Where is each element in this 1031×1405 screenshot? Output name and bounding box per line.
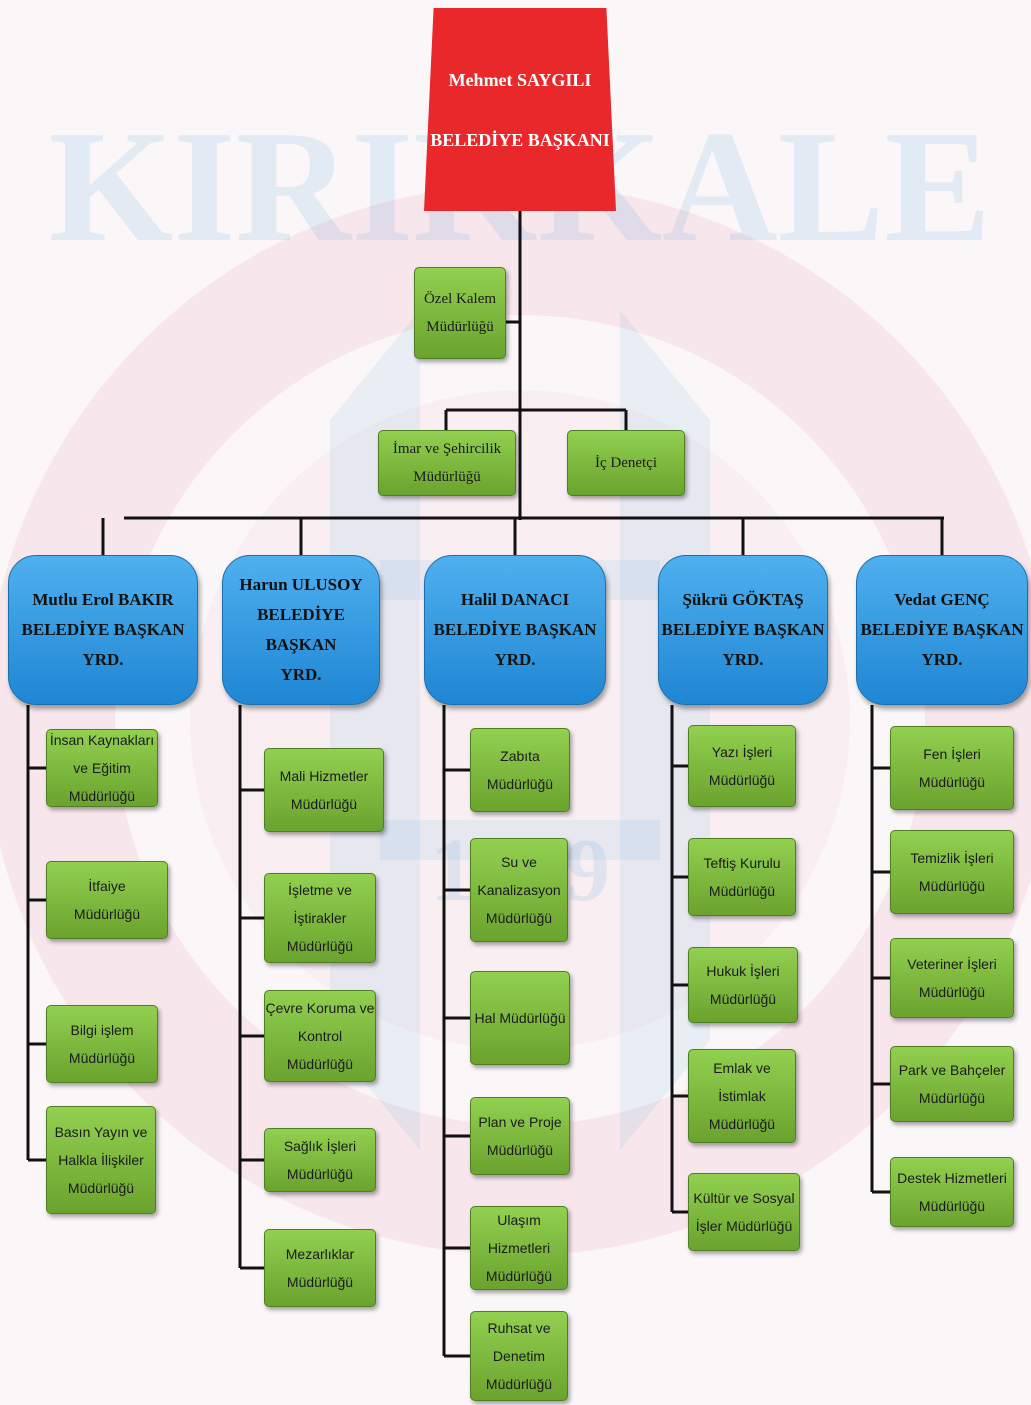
unit-box: Su ve Kanalizasyon Müdürlüğü [470, 838, 568, 942]
unit-box: Bilgi işlem Müdürlüğü [46, 1005, 158, 1083]
unit-box: Destek Hizmetleri Müdürlüğü [890, 1157, 1014, 1227]
imar-box: İmar ve Şehircilik Müdürlüğü [378, 430, 516, 496]
unit-box: İşletme ve İştirakler Müdürlüğü [264, 873, 376, 963]
deputy-title: BELEDİYE BAŞKAN YRD. [860, 620, 1024, 669]
deputy-box: Halil DANACI BELEDİYE BAŞKAN YRD. [424, 555, 606, 705]
unit-box: Yazı İşleri Müdürlüğü [688, 725, 796, 807]
ic-denetci-box: İç Denetçi [567, 430, 685, 496]
unit-box: Çevre Koruma ve Kontrol Müdürlüğü [264, 990, 376, 1082]
unit-box: Emlak ve İstimlak Müdürlüğü [688, 1049, 796, 1143]
unit-box: Ruhsat ve Denetim Müdürlüğü [470, 1311, 568, 1401]
deputy-title: BELEDİYE BAŞKAN YRD. [661, 620, 825, 669]
unit-box: Mezarlıklar Müdürlüğü [264, 1229, 376, 1307]
unit-box: Zabıta Müdürlüğü [470, 728, 570, 812]
ozel-kalem-box: Özel Kalem Müdürlüğü [414, 267, 506, 359]
mayor-box: Mehmet SAYGILI BELEDİYE BAŞKANI [424, 8, 616, 211]
deputy-name: Mutlu Erol BAKIR [32, 590, 174, 609]
unit-box: İnsan Kaynakları ve Eğitim Müdürlüğü [46, 729, 158, 807]
deputy-name: Halil DANACI [460, 590, 570, 609]
deputy-title: BELEDİYE BAŞKAN YRD. [21, 620, 185, 669]
deputy-name: Vedat GENÇ [894, 590, 990, 609]
mayor-name: Mehmet SAYGILI [448, 69, 592, 90]
unit-box: Basın Yayın ve Halkla İlişkiler Müdürlüğ… [46, 1106, 156, 1214]
mayor-title: BELEDİYE BAŞKANI [430, 129, 610, 150]
deputy-name: Şükrü GÖKTAŞ [682, 590, 804, 609]
unit-box: Veteriner İşleri Müdürlüğü [890, 938, 1014, 1018]
deputy-box: Mutlu Erol BAKIR BELEDİYE BAŞKAN YRD. [8, 555, 198, 705]
unit-box: Park ve Bahçeler Müdürlüğü [890, 1046, 1014, 1122]
deputy-title: BELEDİYE BAŞKAN YRD. [433, 620, 597, 669]
unit-box: Hukuk İşleri Müdürlüğü [688, 947, 798, 1023]
deputy-box: Şükrü GÖKTAŞ BELEDİYE BAŞKAN YRD. [658, 555, 828, 705]
unit-box: Teftiş Kurulu Müdürlüğü [688, 838, 796, 916]
unit-box: Fen İşleri Müdürlüğü [890, 726, 1014, 810]
unit-box: Ulaşım Hizmetleri Müdürlüğü [470, 1206, 568, 1290]
unit-box: Plan ve Proje Müdürlüğü [470, 1097, 570, 1175]
deputy-box: Harun ULUSOY BELEDİYE BAŞKAN YRD. [222, 555, 380, 705]
deputy-name: Harun ULUSOY [239, 575, 363, 594]
deputy-title: BELEDİYE BAŞKAN YRD. [257, 605, 345, 684]
deputy-box: Vedat GENÇ BELEDİYE BAŞKAN YRD. [856, 555, 1028, 705]
unit-box: Kültür ve Sosyal İşler Müdürlüğü [688, 1173, 800, 1251]
unit-box: Temizlik İşleri Müdürlüğü [890, 830, 1014, 914]
unit-box: Sağlık İşleri Müdürlüğü [264, 1128, 376, 1192]
unit-box: Mali Hizmetler Müdürlüğü [264, 748, 384, 832]
unit-box: İtfaiye Müdürlüğü [46, 861, 168, 939]
unit-box: Hal Müdürlüğü [470, 971, 570, 1065]
